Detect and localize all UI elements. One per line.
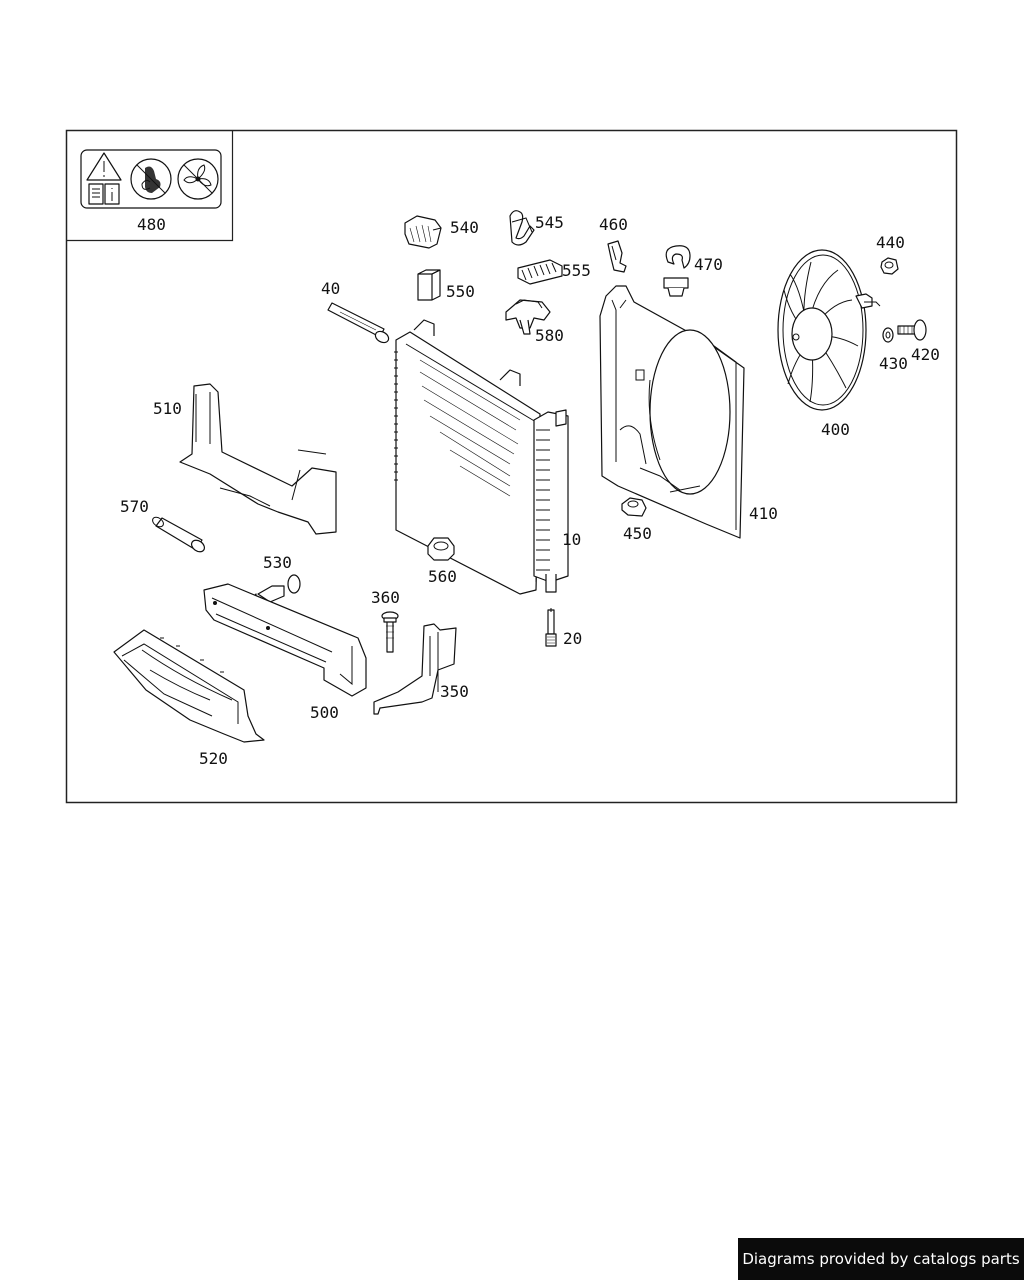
part-550-block bbox=[417, 269, 441, 301]
label-470: 470 bbox=[694, 255, 723, 274]
part-10-radiator bbox=[394, 319, 569, 595]
label-520: 520 bbox=[199, 749, 228, 768]
label-550: 550 bbox=[446, 282, 475, 301]
part-580-holder bbox=[505, 299, 551, 335]
part-420-bolt bbox=[897, 319, 927, 341]
label-350: 350 bbox=[440, 682, 469, 701]
part-500-support bbox=[203, 583, 367, 697]
label-545: 545 bbox=[535, 213, 564, 232]
part-350-deflector bbox=[373, 623, 457, 715]
part-450-grommet bbox=[621, 497, 647, 517]
part-570-sleeve bbox=[152, 516, 206, 553]
footer-banner: Diagrams provided by catalogs parts bbox=[738, 1238, 1024, 1280]
label-510: 510 bbox=[153, 399, 182, 418]
label-40: 40 bbox=[321, 279, 341, 298]
warning-manual-icon bbox=[86, 152, 122, 205]
label-530: 530 bbox=[263, 553, 292, 572]
label-420: 420 bbox=[911, 345, 940, 364]
label-440: 440 bbox=[876, 233, 905, 252]
label-580: 580 bbox=[535, 326, 564, 345]
part-440-nut bbox=[880, 257, 899, 275]
label-570: 570 bbox=[120, 497, 149, 516]
part-20-drain-plug bbox=[545, 608, 557, 647]
label-540: 540 bbox=[450, 218, 479, 237]
label-560: 560 bbox=[428, 567, 457, 586]
footer-text: Diagrams provided by catalogs parts bbox=[742, 1250, 1020, 1268]
part-460-bracket bbox=[607, 240, 627, 273]
part-410-shroud bbox=[599, 285, 745, 539]
label-480: 480 bbox=[137, 215, 166, 234]
label-360: 360 bbox=[371, 588, 400, 607]
label-460: 460 bbox=[599, 215, 628, 234]
label-450: 450 bbox=[623, 524, 652, 543]
diagram-frame-border bbox=[65, 129, 958, 804]
part-560-mount bbox=[427, 537, 455, 561]
label-20: 20 bbox=[563, 629, 583, 648]
part-510-bracket bbox=[179, 383, 337, 535]
part-360-bolt bbox=[381, 611, 399, 653]
warning-box-border bbox=[66, 130, 234, 242]
part-430-washer bbox=[882, 327, 894, 343]
label-555: 555 bbox=[562, 261, 591, 280]
part-470-clamp bbox=[663, 245, 691, 297]
part-520-air-duct bbox=[113, 629, 265, 743]
part-555-grommet bbox=[517, 259, 563, 285]
part-545-spring-clip bbox=[509, 210, 535, 246]
label-10: 10 bbox=[562, 530, 582, 549]
label-500: 500 bbox=[310, 703, 339, 722]
part-530-rivet bbox=[251, 574, 301, 603]
part-400-fan bbox=[777, 249, 881, 411]
label-400: 400 bbox=[821, 420, 850, 439]
label-410: 410 bbox=[749, 504, 778, 523]
part-540-clip bbox=[404, 215, 442, 249]
no-hand-fan-icon bbox=[130, 158, 172, 200]
label-430: 430 bbox=[879, 354, 908, 373]
part-40-pin bbox=[327, 302, 390, 344]
no-touch-fan-icon bbox=[177, 158, 219, 200]
